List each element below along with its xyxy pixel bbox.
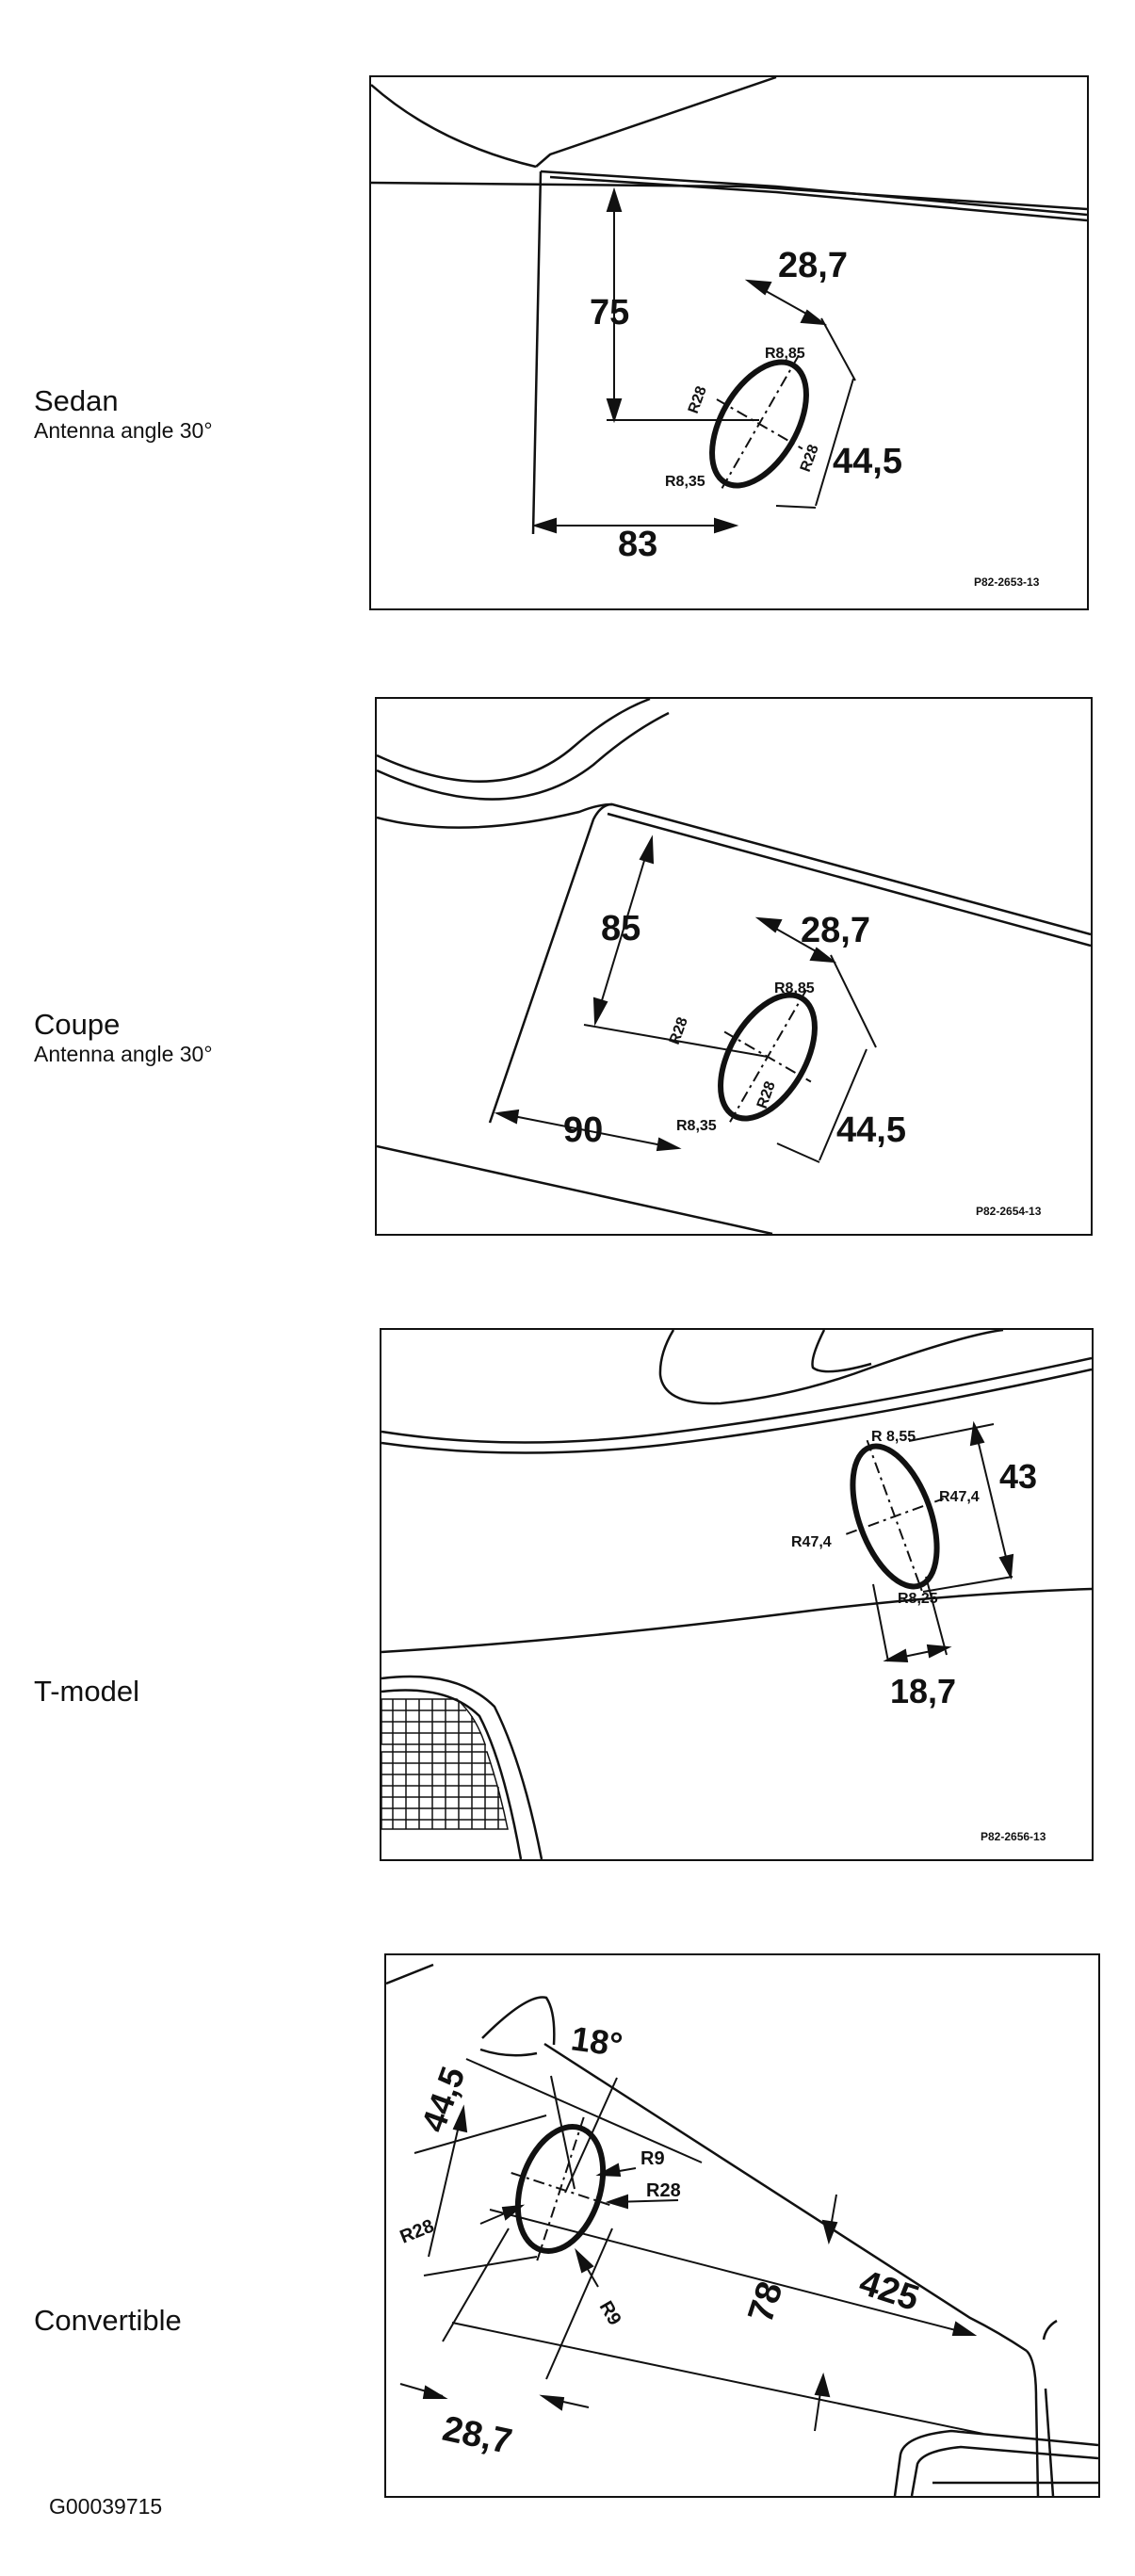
convertible-dim-78: 78: [741, 2277, 791, 2327]
tmodel-dim-18-7: 18,7: [890, 1672, 956, 1710]
convertible-dim-28-7: 28,7: [439, 2409, 515, 2462]
tmodel-radius-r4: R8,25: [898, 1591, 938, 1607]
tmodel-radius-r1: R 8,55: [871, 1429, 916, 1445]
convertible-diagram: 18° 44,5 425 78 28,7 R9 R28 R28 R9: [384, 1953, 1100, 2498]
convertible-dim-angle: 18°: [569, 2018, 625, 2064]
convertible-dim-425: 425: [854, 2263, 923, 2320]
convertible-antenna-hole: [511, 2116, 610, 2261]
coupe-dim-90: 90: [563, 1110, 603, 1150]
sedan-title: Sedan: [34, 384, 119, 417]
coupe-dim-85: 85: [601, 909, 640, 948]
tmodel-antenna-hole: [845, 1439, 945, 1595]
sedan-dim-83: 83: [618, 525, 657, 564]
sedan-diagram: 75 28,7 44,5 83 R8,85 R28 R28 R8,35 P82-…: [369, 75, 1089, 610]
convertible-radius-r4: R9: [595, 2298, 625, 2329]
convertible-title: Convertible: [34, 2304, 182, 2337]
tmodel-figure-code: P82-2656-13: [981, 1830, 1046, 1843]
coupe-dim-28-7: 28,7: [801, 911, 870, 950]
sedan-label: Sedan Antenna angle 30°: [34, 384, 213, 443]
tmodel-diagram: 43 18,7 R 8,55 R47,4 R47,4 R8,25 P82-265…: [380, 1328, 1094, 1861]
sedan-radius-r2: R28: [686, 384, 710, 415]
sedan-dim-75: 75: [590, 293, 629, 332]
coupe-radius-r1: R8,85: [774, 980, 815, 996]
convertible-radius-r2: R28: [646, 2180, 681, 2201]
convertible-label: Convertible: [34, 2304, 182, 2338]
taillight-grid: [381, 1698, 509, 1830]
tmodel-dim-43: 43: [999, 1457, 1037, 1496]
sedan-subtitle: Antenna angle 30°: [34, 418, 213, 443]
coupe-dim-44-5: 44,5: [836, 1110, 906, 1150]
coupe-radius-r4: R8,35: [676, 1118, 717, 1134]
tmodel-radius-r2: R47,4: [791, 1534, 832, 1550]
tmodel-label: T-model: [34, 1675, 139, 1709]
coupe-title: Coupe: [34, 1008, 121, 1041]
coupe-subtitle: Antenna angle 30°: [34, 1042, 213, 1066]
coupe-diagram: 85 28,7 44,5 90 R8,85 R28 R28 R8,35 P82-…: [375, 697, 1093, 1236]
sedan-radius-r1: R8,85: [765, 346, 805, 362]
sedan-dim-44-5: 44,5: [833, 442, 902, 481]
coupe-figure-code: P82-2654-13: [976, 1205, 1042, 1218]
coupe-label: Coupe Antenna angle 30°: [34, 1008, 213, 1066]
tmodel-radius-r3: R47,4: [939, 1489, 980, 1505]
sedan-radius-r4: R8,35: [665, 474, 705, 490]
sedan-antenna-hole: [709, 355, 809, 494]
sedan-dim-28-7: 28,7: [778, 246, 848, 285]
tmodel-title: T-model: [34, 1675, 139, 1708]
footer-code: G00039715: [49, 2494, 163, 2519]
sedan-figure-code: P82-2653-13: [974, 575, 1040, 589]
convertible-radius-r1: R9: [640, 2148, 665, 2169]
